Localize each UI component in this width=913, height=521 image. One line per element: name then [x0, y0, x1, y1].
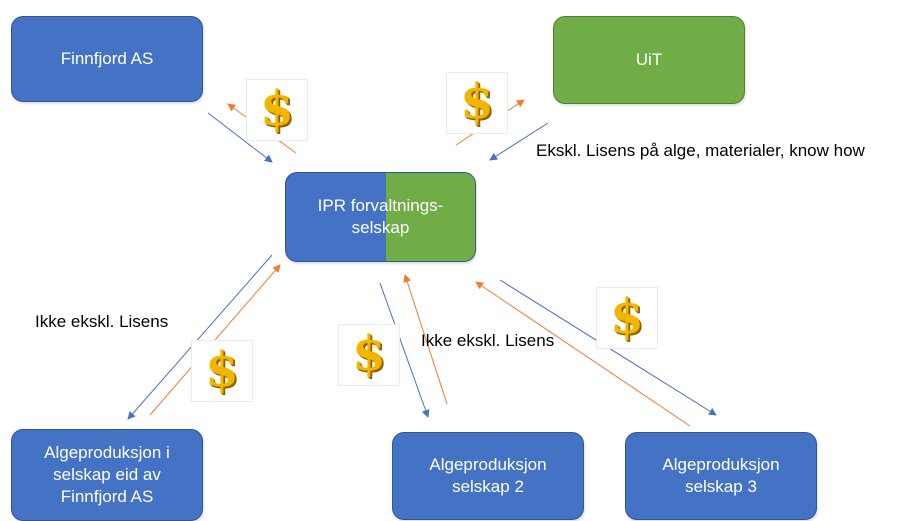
- arrow-ipr-to-algae1: [127, 254, 273, 420]
- arrow-finnfjord-to-ipr: [207, 112, 273, 163]
- dollar-icon: $: [596, 287, 658, 349]
- arrow-algae2-to-ipr: [403, 274, 448, 405]
- algae1-label: Algeproduksjon i selskap eid av Finnfjor…: [44, 443, 170, 506]
- dollar-icon: $: [338, 324, 400, 386]
- uit-box: UiT: [553, 16, 745, 104]
- dollar-icon: $: [446, 72, 508, 134]
- arrow-ipr-to-algae2: [379, 282, 430, 418]
- dollar-icon: $: [191, 340, 253, 402]
- finnfjord-box: Finnfjord AS: [11, 16, 203, 102]
- arrow-uit-to-ipr: [489, 122, 549, 161]
- nonexclusive-license-label-mid: Ikke ekskl. Lisens: [421, 331, 555, 350]
- finnfjord-label: Finnfjord AS: [60, 49, 154, 68]
- algae2-label: Algeproduksjon selskap 2: [429, 455, 547, 496]
- dollar-icon: $: [246, 79, 308, 141]
- algae1-box: Algeproduksjon i selskap eid av Finnfjor…: [11, 429, 203, 521]
- arrow-algae3-to-ipr: [475, 281, 691, 427]
- nonexclusive-license-label-left: Ikke ekskl. Lisens: [35, 312, 169, 331]
- algae3-box: Algeproduksjon selskap 3: [625, 432, 817, 520]
- ipr-box: IPR forvaltnings- selskap: [285, 172, 476, 262]
- algae2-box: Algeproduksjon selskap 2: [392, 432, 584, 520]
- uit-label: UiT: [635, 50, 663, 69]
- algae3-label: Algeproduksjon selskap 3: [662, 455, 780, 496]
- exclusive-license-label: Ekskl. Lisens på alge, materialer, know …: [536, 141, 865, 160]
- ipr-label: IPR forvaltnings- selskap: [317, 196, 444, 237]
